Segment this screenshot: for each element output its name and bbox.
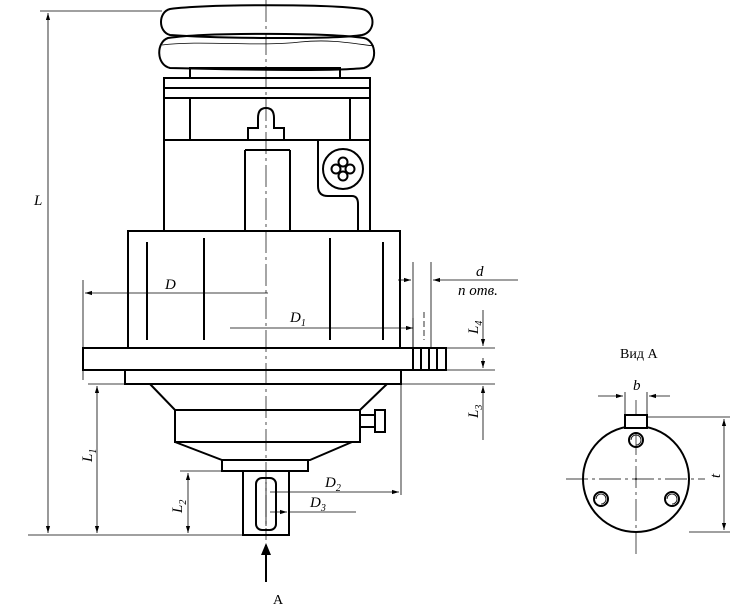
dim-label-D1: D1: [289, 310, 306, 329]
view-arrow-label: A: [273, 593, 284, 608]
dim-label-L3: L3: [466, 405, 485, 419]
view-a-title: Вид А: [620, 347, 658, 362]
view-a-dim-b: b: [633, 378, 641, 394]
oil-plug: [374, 409, 386, 433]
bearing-housing: [174, 409, 361, 443]
view-arrow-head: [261, 543, 271, 555]
dim-label-L1: L1: [80, 449, 99, 463]
fan-cover-seam: [161, 40, 375, 47]
motor-body: [163, 140, 371, 231]
view-a: Вид А b t: [566, 347, 730, 556]
view-a-dim-t: t: [708, 473, 724, 478]
dim-label-d: d: [476, 264, 484, 280]
main-view: [82, 4, 447, 536]
dim-label-L4: L4: [466, 321, 485, 335]
dim-label-D3: D3: [309, 495, 326, 514]
shaft-hub: [221, 459, 309, 472]
view-a-bolt-hole: [628, 432, 644, 448]
flange-spigot: [124, 369, 402, 385]
mounting-flange: [82, 347, 447, 371]
fan-cover-bottom: [158, 32, 376, 72]
output-cone: [149, 383, 388, 411]
dim-label-D: D: [164, 277, 176, 293]
dimensions: L L1 L2 D D1 D2 D3: [28, 10, 518, 536]
dim-label-L: L: [33, 193, 42, 209]
shaft-collar-cone: [174, 441, 353, 461]
terminal-box: [317, 140, 359, 231]
terminal-gland-ring: [322, 148, 364, 190]
view-a-bolt-hole: [664, 491, 680, 507]
dim-label-L2: L2: [170, 500, 189, 514]
dim-label-D2: D2: [324, 475, 341, 494]
fan-cover-top: [160, 4, 374, 40]
view-a-key: [624, 414, 648, 429]
dim-label-n-holes: n отв.: [458, 283, 498, 299]
view-a-bolt-hole: [593, 491, 609, 507]
